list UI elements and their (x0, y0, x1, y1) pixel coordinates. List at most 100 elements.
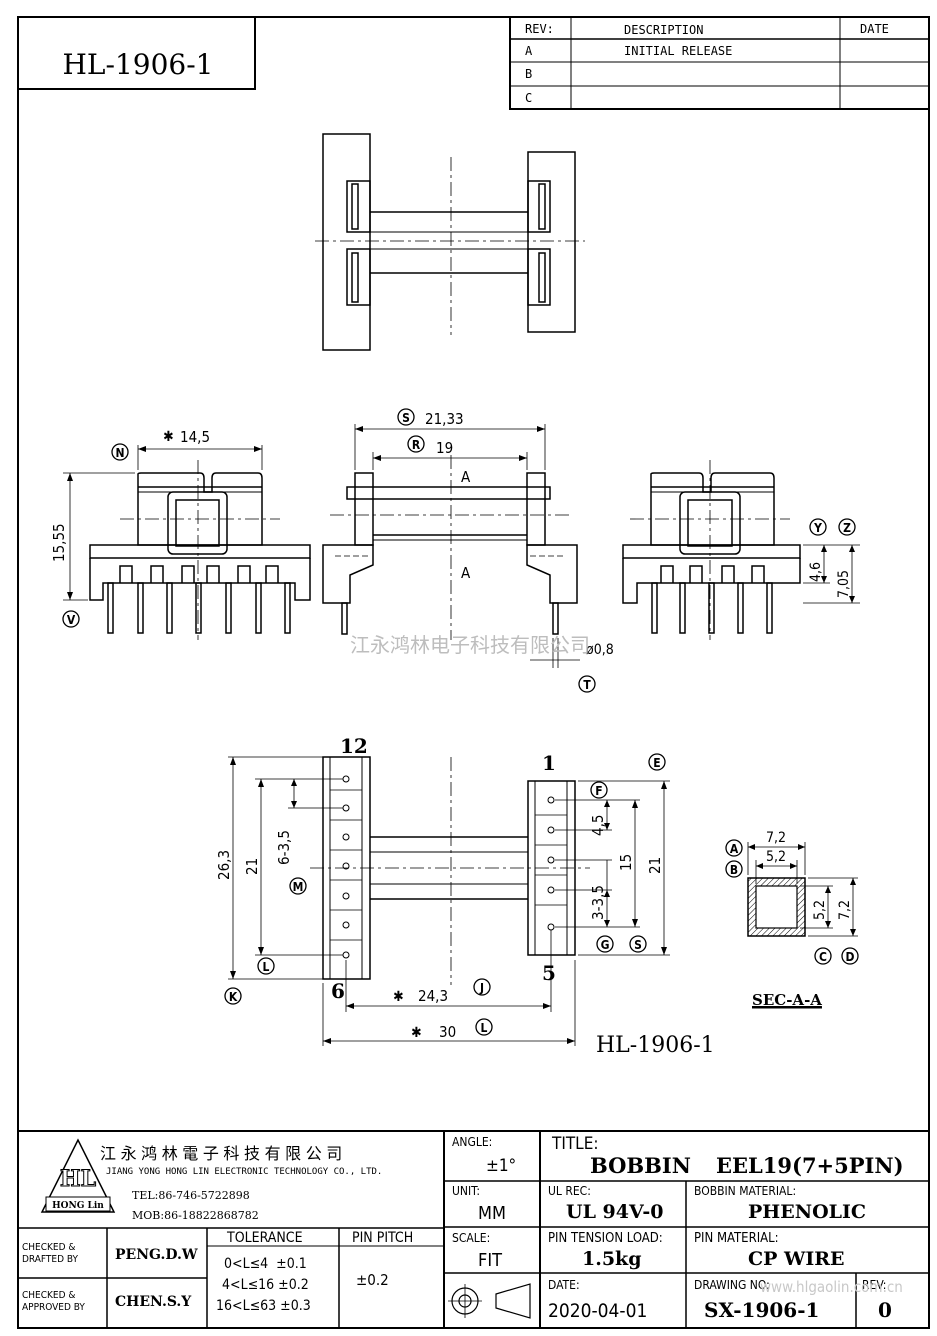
mark-y: Y (813, 521, 822, 535)
side-view-labels: ✱ 14,5 15,55 N V (50, 428, 210, 628)
drawing-no-value: SX-1906-1 (704, 1298, 819, 1322)
mark-e: E (653, 756, 660, 770)
rev-row-b: B (525, 67, 532, 81)
title-block: HL HONG Lin 江 永 鸿 林 電 子 科 技 有 限 公 司 JIAN… (18, 1130, 929, 1328)
pin-label-6: 6 (331, 979, 345, 1003)
description-header: DESCRIPTION (624, 23, 703, 37)
side-dim-height: 15,55 (50, 523, 68, 562)
bottom-view (228, 756, 670, 1046)
mark-s-bottom: S (634, 938, 642, 952)
dim-30-star: ✱ (411, 1025, 422, 1041)
dim-24-3: 24,3 (418, 987, 448, 1005)
rev-row-c: C (525, 91, 532, 105)
dim-15: 15 (617, 854, 635, 871)
dim-4-5: 4,5 (589, 815, 607, 836)
front-dim-pin-dia: ø0,8 (586, 642, 614, 658)
drafted-name: PENG.D.W (115, 1247, 198, 1263)
url-watermark: www.hlgaolin.com.cn (760, 1278, 903, 1296)
pin-label-12: 12 (340, 734, 368, 758)
mark-s-top: S (402, 411, 410, 425)
company-mob: MOB:86-18822868782 (132, 1209, 259, 1222)
mark-j: J (479, 981, 484, 995)
section-view: 7,2 5,2 5,2 7,2 A B C D SEC-A-A (725, 830, 859, 1009)
side-dim-star: ✱ (163, 429, 174, 445)
right-dim-a: 4,6 (808, 562, 824, 582)
title-value-2: EEL19(7+5PIN) (716, 1153, 904, 1178)
material-label: BOBBIN MATERIAL: (694, 1184, 796, 1198)
front-dim-inner: 19 (436, 439, 453, 457)
front-dim-outer: 21,33 (425, 410, 464, 428)
front-view (322, 424, 580, 668)
mark-k: K (229, 990, 238, 1004)
mark-d: D (846, 950, 855, 964)
dim-21-right: 21 (646, 857, 664, 874)
material-value: PHENOLIC (748, 1201, 866, 1223)
rev-value: 0 (878, 1298, 892, 1322)
company-name-en: JIANG YONG HONG LIN ELECTRONIC TECHNOLOG… (106, 1167, 382, 1177)
tolerance-header: TOLERANCE (226, 1230, 303, 1246)
scale-value: FIT (478, 1250, 502, 1271)
company-logo: HL HONG Lin (40, 1138, 116, 1213)
dim-3-3-5: 3-3,5 (589, 885, 607, 920)
tension-label: PIN TENSION LOAD: (548, 1231, 663, 1246)
mark-f: F (595, 784, 602, 798)
front-view-labels: S 21,33 R 19 A A ø0,8 T (397, 408, 614, 693)
approved-label-2: APPROVED BY (22, 1302, 85, 1313)
drawing-label: HL-1906-1 (596, 1033, 715, 1058)
side-dim-width: 14,5 (180, 428, 210, 446)
date-header: DATE (860, 22, 889, 36)
tolerance-row-1: 0<L≤4 ±0.1 (224, 1256, 307, 1272)
dim-21-left: 21 (243, 858, 261, 875)
section-a-top: A (461, 468, 471, 486)
company-tel: TEL:86-746-5722898 (132, 1189, 250, 1202)
mark-m: M (293, 880, 304, 894)
pin-pitch-header: PIN PITCH (352, 1230, 413, 1246)
mark-a: A (730, 842, 739, 856)
tolerance-row-2: 4<L≤16 ±0.2 (222, 1277, 309, 1293)
unit-label: UNIT: (452, 1184, 480, 1198)
sec-dim-outer-h: 7,2 (837, 900, 853, 920)
revision-table: REV: DESCRIPTION DATE A INITIAL RELEASE … (509, 16, 930, 110)
sec-dim-inner-w: 5,2 (766, 849, 786, 865)
sec-dim-inner-h: 5,2 (812, 900, 828, 920)
approved-label-1: CHECKED & (22, 1290, 75, 1301)
mark-b: B (730, 863, 738, 877)
dim-30: 30 (439, 1023, 456, 1041)
ul-value: UL 94V-0 (566, 1201, 663, 1223)
mark-l-bottom: L (481, 1021, 488, 1035)
rev-row-a-desc: INITIAL RELEASE (624, 44, 732, 58)
rev-header: REV: (525, 22, 554, 36)
part-number-box: HL-1906-1 (17, 16, 256, 90)
section-a-bottom: A (461, 564, 471, 582)
mark-z: Z (843, 521, 851, 535)
mark-g: G (601, 938, 610, 952)
pin-label-5: 5 (542, 961, 556, 985)
mark-r: R (412, 438, 421, 452)
drafted-label-2: DRAFTED BY (22, 1254, 79, 1265)
mark-n: N (115, 446, 124, 460)
right-dim-b: 7,05 (836, 570, 852, 598)
part-number: HL-1906-1 (62, 48, 213, 81)
mark-v: V (67, 613, 76, 627)
svg-text:HONG Lin: HONG Lin (52, 1201, 104, 1211)
sheet-border (17, 16, 930, 1329)
approved-name: CHEN.S.Y (115, 1294, 192, 1310)
unit-value: MM (478, 1203, 506, 1224)
date-label: DATE: (548, 1278, 580, 1292)
bottom-view-labels: 12 1 6 5 26,3 21 6-3,5 4,5 15 21 3-3,5 ✱… (215, 734, 666, 1041)
dim-24-3-star: ✱ (393, 989, 404, 1005)
angle-value: ±1° (486, 1156, 516, 1176)
pin-label-1: 1 (542, 751, 556, 775)
dim-6-3-5: 6-3,5 (275, 830, 293, 865)
projection-symbol-icon (448, 1283, 531, 1319)
date-value: 2020-04-01 (548, 1300, 647, 1322)
drawing-no-label: DRAWING NO: (694, 1278, 770, 1292)
pin-pitch-value: ±0.2 (356, 1271, 389, 1289)
drafted-label-1: CHECKED & (22, 1242, 75, 1253)
title-value-1: BOBBIN (590, 1153, 691, 1178)
right-view-labels: 4,6 7,05 Y Z (808, 518, 856, 598)
right-view (622, 460, 860, 640)
top-view (315, 133, 585, 351)
dim-26-3: 26,3 (215, 850, 233, 880)
